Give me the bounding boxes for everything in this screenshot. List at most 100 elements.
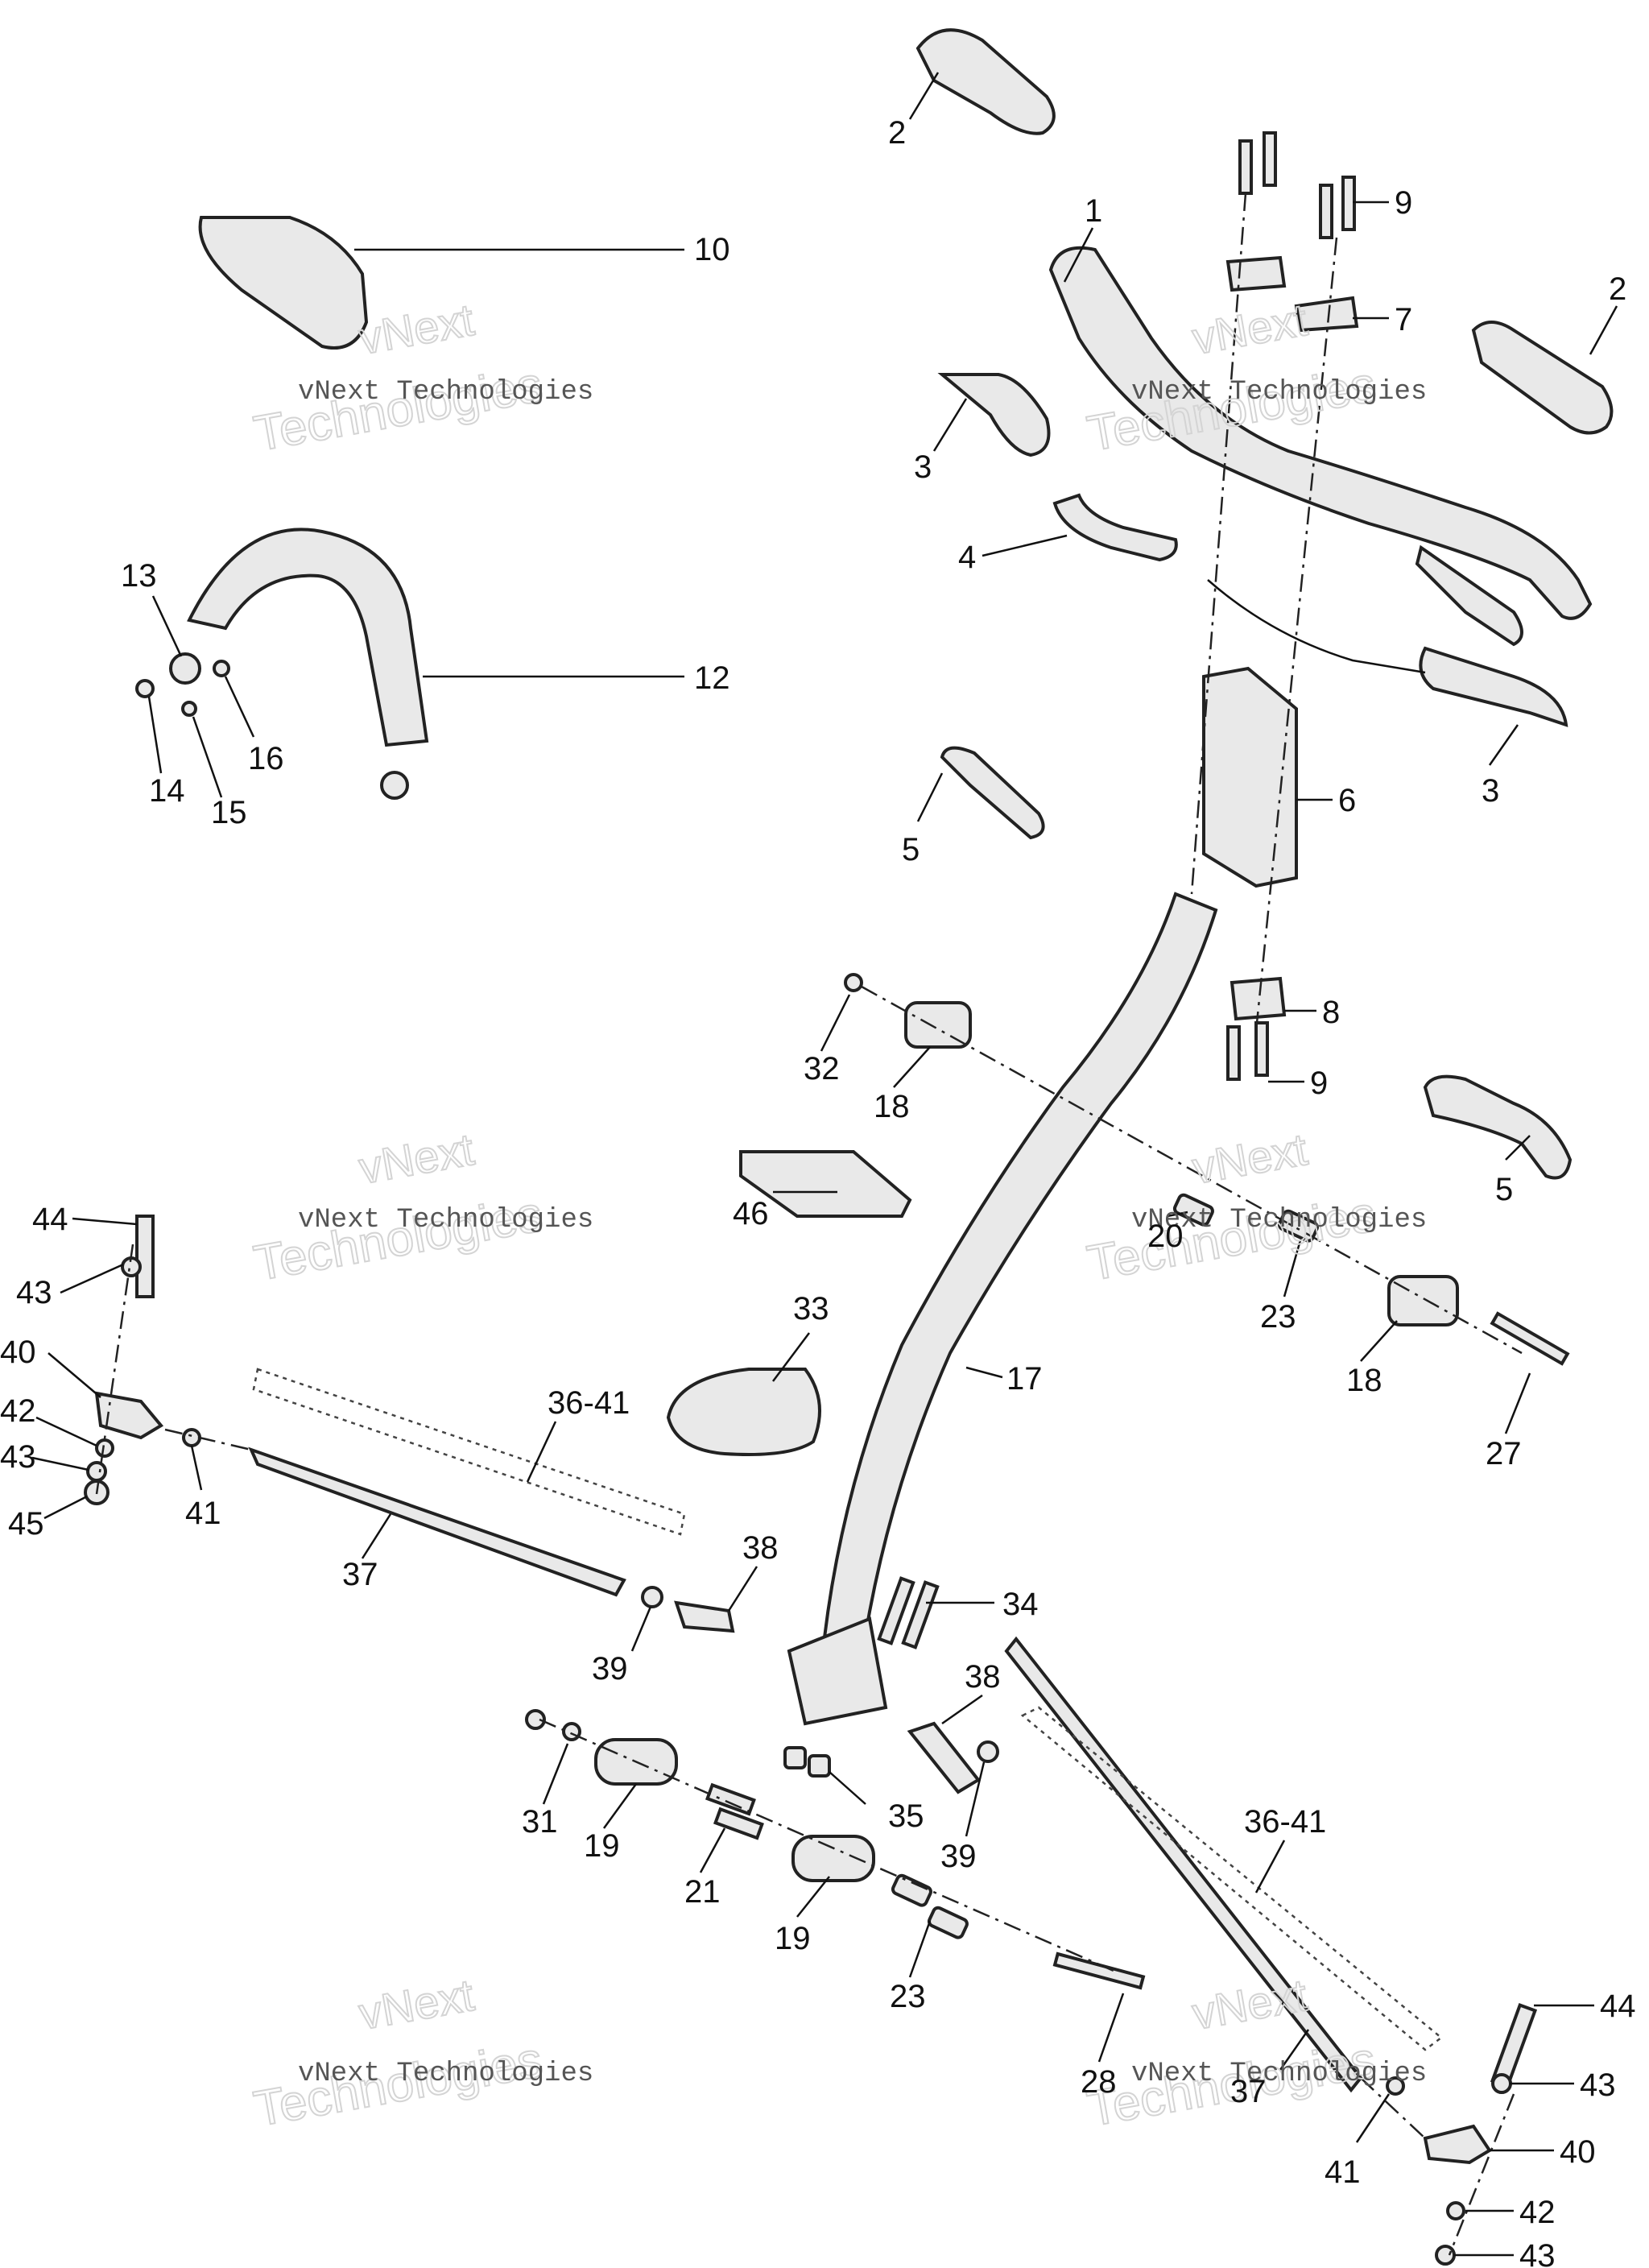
callout-46: 46	[733, 1196, 769, 1231]
nut-41b	[1386, 2076, 1405, 2096]
leader-2b	[1589, 305, 1618, 355]
leader-44a	[72, 1217, 138, 1226]
leader-38a	[727, 1566, 758, 1612]
bolt-9d	[1341, 176, 1356, 231]
leader-19b	[796, 1876, 830, 1918]
callout-6: 6	[1338, 783, 1356, 818]
watermark-mid: vNext Technologies	[298, 377, 593, 408]
callout-27: 27	[1486, 1436, 1522, 1471]
leader-1	[1063, 227, 1094, 283]
leader-42a	[35, 1416, 97, 1447]
leader-23a	[1283, 1240, 1302, 1297]
bolt-34b	[901, 1580, 940, 1649]
callout-5: 5	[1495, 1172, 1513, 1207]
callout-38: 38	[965, 1659, 1001, 1695]
callout-1: 1	[1085, 193, 1102, 229]
bolt-9e	[1226, 1025, 1241, 1081]
axis-line-rod-left	[95, 1244, 134, 1495]
callout-15: 15	[211, 795, 247, 830]
callout-16: 16	[248, 741, 284, 776]
clamp-19b	[791, 1835, 875, 1882]
leader-15	[192, 716, 223, 798]
callout-labels: 1 2 2 3 3 4 5 5 6 7 8 9 9 10 12 13 14 15…	[0, 115, 1636, 2268]
axis-line-right-rod-end	[1360, 2077, 1426, 2139]
axis-line-left-rod-end	[164, 1428, 252, 1451]
callout-43: 43	[16, 1275, 52, 1310]
heater-left	[937, 373, 1051, 457]
bolt-9f	[1254, 1021, 1269, 1077]
spacer-21b	[713, 1807, 764, 1840]
leader-5a	[916, 772, 944, 822]
leader-37a	[361, 1513, 392, 1559]
part-shapes	[84, 28, 1614, 2266]
tube-5a	[940, 746, 1045, 840]
leader-35	[829, 1771, 866, 1805]
watermark-3: vNext Technologies vNext Technologies	[249, 1123, 593, 1293]
leader-18a	[893, 1046, 931, 1088]
tie-rod-alt-left	[252, 1368, 686, 1536]
axis-line-rod-right	[1448, 2093, 1515, 2256]
rod-end-38b	[907, 1721, 981, 1794]
callout-40: 40	[1560, 2134, 1596, 2170]
callout-37: 37	[1230, 2074, 1267, 2109]
tie-rod-left	[248, 1446, 626, 1597]
leader-4	[982, 534, 1068, 557]
clamp-7b	[1294, 296, 1359, 333]
watermark-6: vNext Technologies vNext Technologies	[1082, 1968, 1427, 2138]
bolt-14	[135, 679, 155, 698]
bolt-9b	[1263, 131, 1277, 187]
callout-18: 18	[1346, 1363, 1382, 1398]
nut-32	[844, 973, 863, 992]
spacer-35a	[783, 1746, 807, 1769]
watermark-top: vNext	[1188, 1969, 1311, 2039]
callout-45: 45	[8, 1506, 44, 1542]
callout-23: 23	[890, 1979, 926, 2014]
callout-2: 2	[888, 115, 906, 151]
callout-18: 18	[874, 1089, 910, 1124]
callout-7: 7	[1395, 302, 1412, 337]
clamp-7a	[1225, 255, 1287, 292]
leader-43b	[31, 1456, 89, 1471]
leader-33	[772, 1332, 810, 1382]
washer-39b	[977, 1740, 999, 1763]
leader-16	[224, 676, 255, 738]
spacer-21a	[705, 1782, 756, 1816]
leader-43a	[60, 1263, 124, 1294]
grip-left	[915, 28, 1056, 135]
callout-44: 44	[1600, 1989, 1636, 2024]
bolt-28	[1052, 1951, 1146, 1990]
watermark-4: vNext Technologies vNext Technologies	[1082, 1123, 1427, 1293]
clamp-18a	[904, 1001, 972, 1049]
callout-3: 3	[914, 449, 932, 485]
callout-43: 43	[1580, 2067, 1616, 2103]
washer-39a	[641, 1586, 663, 1608]
callout-28: 28	[1081, 2064, 1117, 2100]
callout-13: 13	[121, 558, 157, 594]
leader-23b	[908, 1920, 932, 1978]
leader-31	[542, 1743, 569, 1805]
leader-41b	[1355, 2093, 1391, 2143]
callout-37: 37	[342, 1557, 378, 1592]
callout-35: 35	[888, 1798, 924, 1834]
leader-17	[965, 1366, 1003, 1379]
watermark-mid: vNext Technologies	[1131, 1205, 1427, 1235]
washer-43a	[86, 1461, 107, 1482]
callout-8: 8	[1322, 995, 1340, 1030]
callout-12: 12	[694, 660, 730, 696]
leader-39a	[630, 1606, 652, 1652]
callout-39: 39	[592, 1651, 628, 1687]
leader-21	[699, 1827, 726, 1873]
callout-20: 20	[1147, 1219, 1184, 1254]
leader-20	[1167, 1211, 1188, 1218]
leader-38b	[941, 1694, 983, 1725]
washer-42b	[1446, 2201, 1465, 2220]
handlebar	[1048, 246, 1593, 620]
tube-4	[1052, 493, 1178, 562]
pad-33	[666, 1368, 821, 1456]
plate-46	[739, 1150, 912, 1218]
watermark-top: vNext	[355, 1969, 477, 2039]
leader-45	[43, 1495, 88, 1520]
watermark-big: Technologies	[250, 1186, 546, 1292]
bolt-27	[1490, 1311, 1570, 1366]
